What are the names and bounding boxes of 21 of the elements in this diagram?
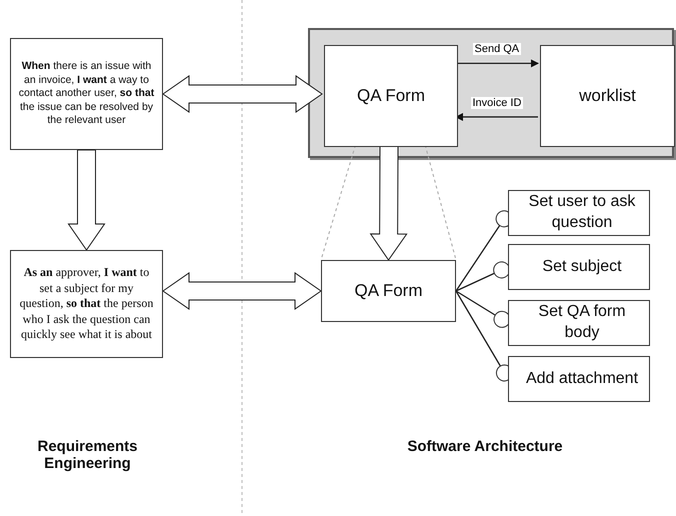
- block-arrow: [68, 150, 106, 251]
- section-heading: Requirements Engineering: [36, 438, 139, 472]
- arrow: [456, 59, 539, 68]
- block-arrow: [370, 144, 408, 261]
- action-box: Set user to ask question: [508, 190, 650, 236]
- projection-line: [424, 144, 456, 260]
- lollipop-connector: [456, 261, 510, 292]
- component-box: QA Form: [321, 260, 456, 322]
- component-box: worklist: [540, 45, 675, 147]
- action-box: Set QA form body: [508, 300, 650, 346]
- user-story-box: As an approver, I want to set a subject for my question, so that the person who I ask the question can quickly see what it is about: [10, 250, 163, 358]
- block-arrow: [162, 272, 322, 310]
- edge-label: Invoice ID: [470, 96, 524, 109]
- block-arrow: [162, 75, 323, 113]
- container-panel: [308, 28, 674, 158]
- user-story-box: When there is an issue with an invoice, I want a way to contact another user, so that the issue can be resolved by the relevant user: [10, 38, 163, 150]
- section-heading: Software Architecture: [406, 438, 564, 455]
- action-box: Set subject: [508, 244, 650, 290]
- edge-label: Send QA: [472, 43, 522, 56]
- component-box: QA Form: [324, 45, 458, 147]
- action-box: Add attachment: [508, 356, 650, 402]
